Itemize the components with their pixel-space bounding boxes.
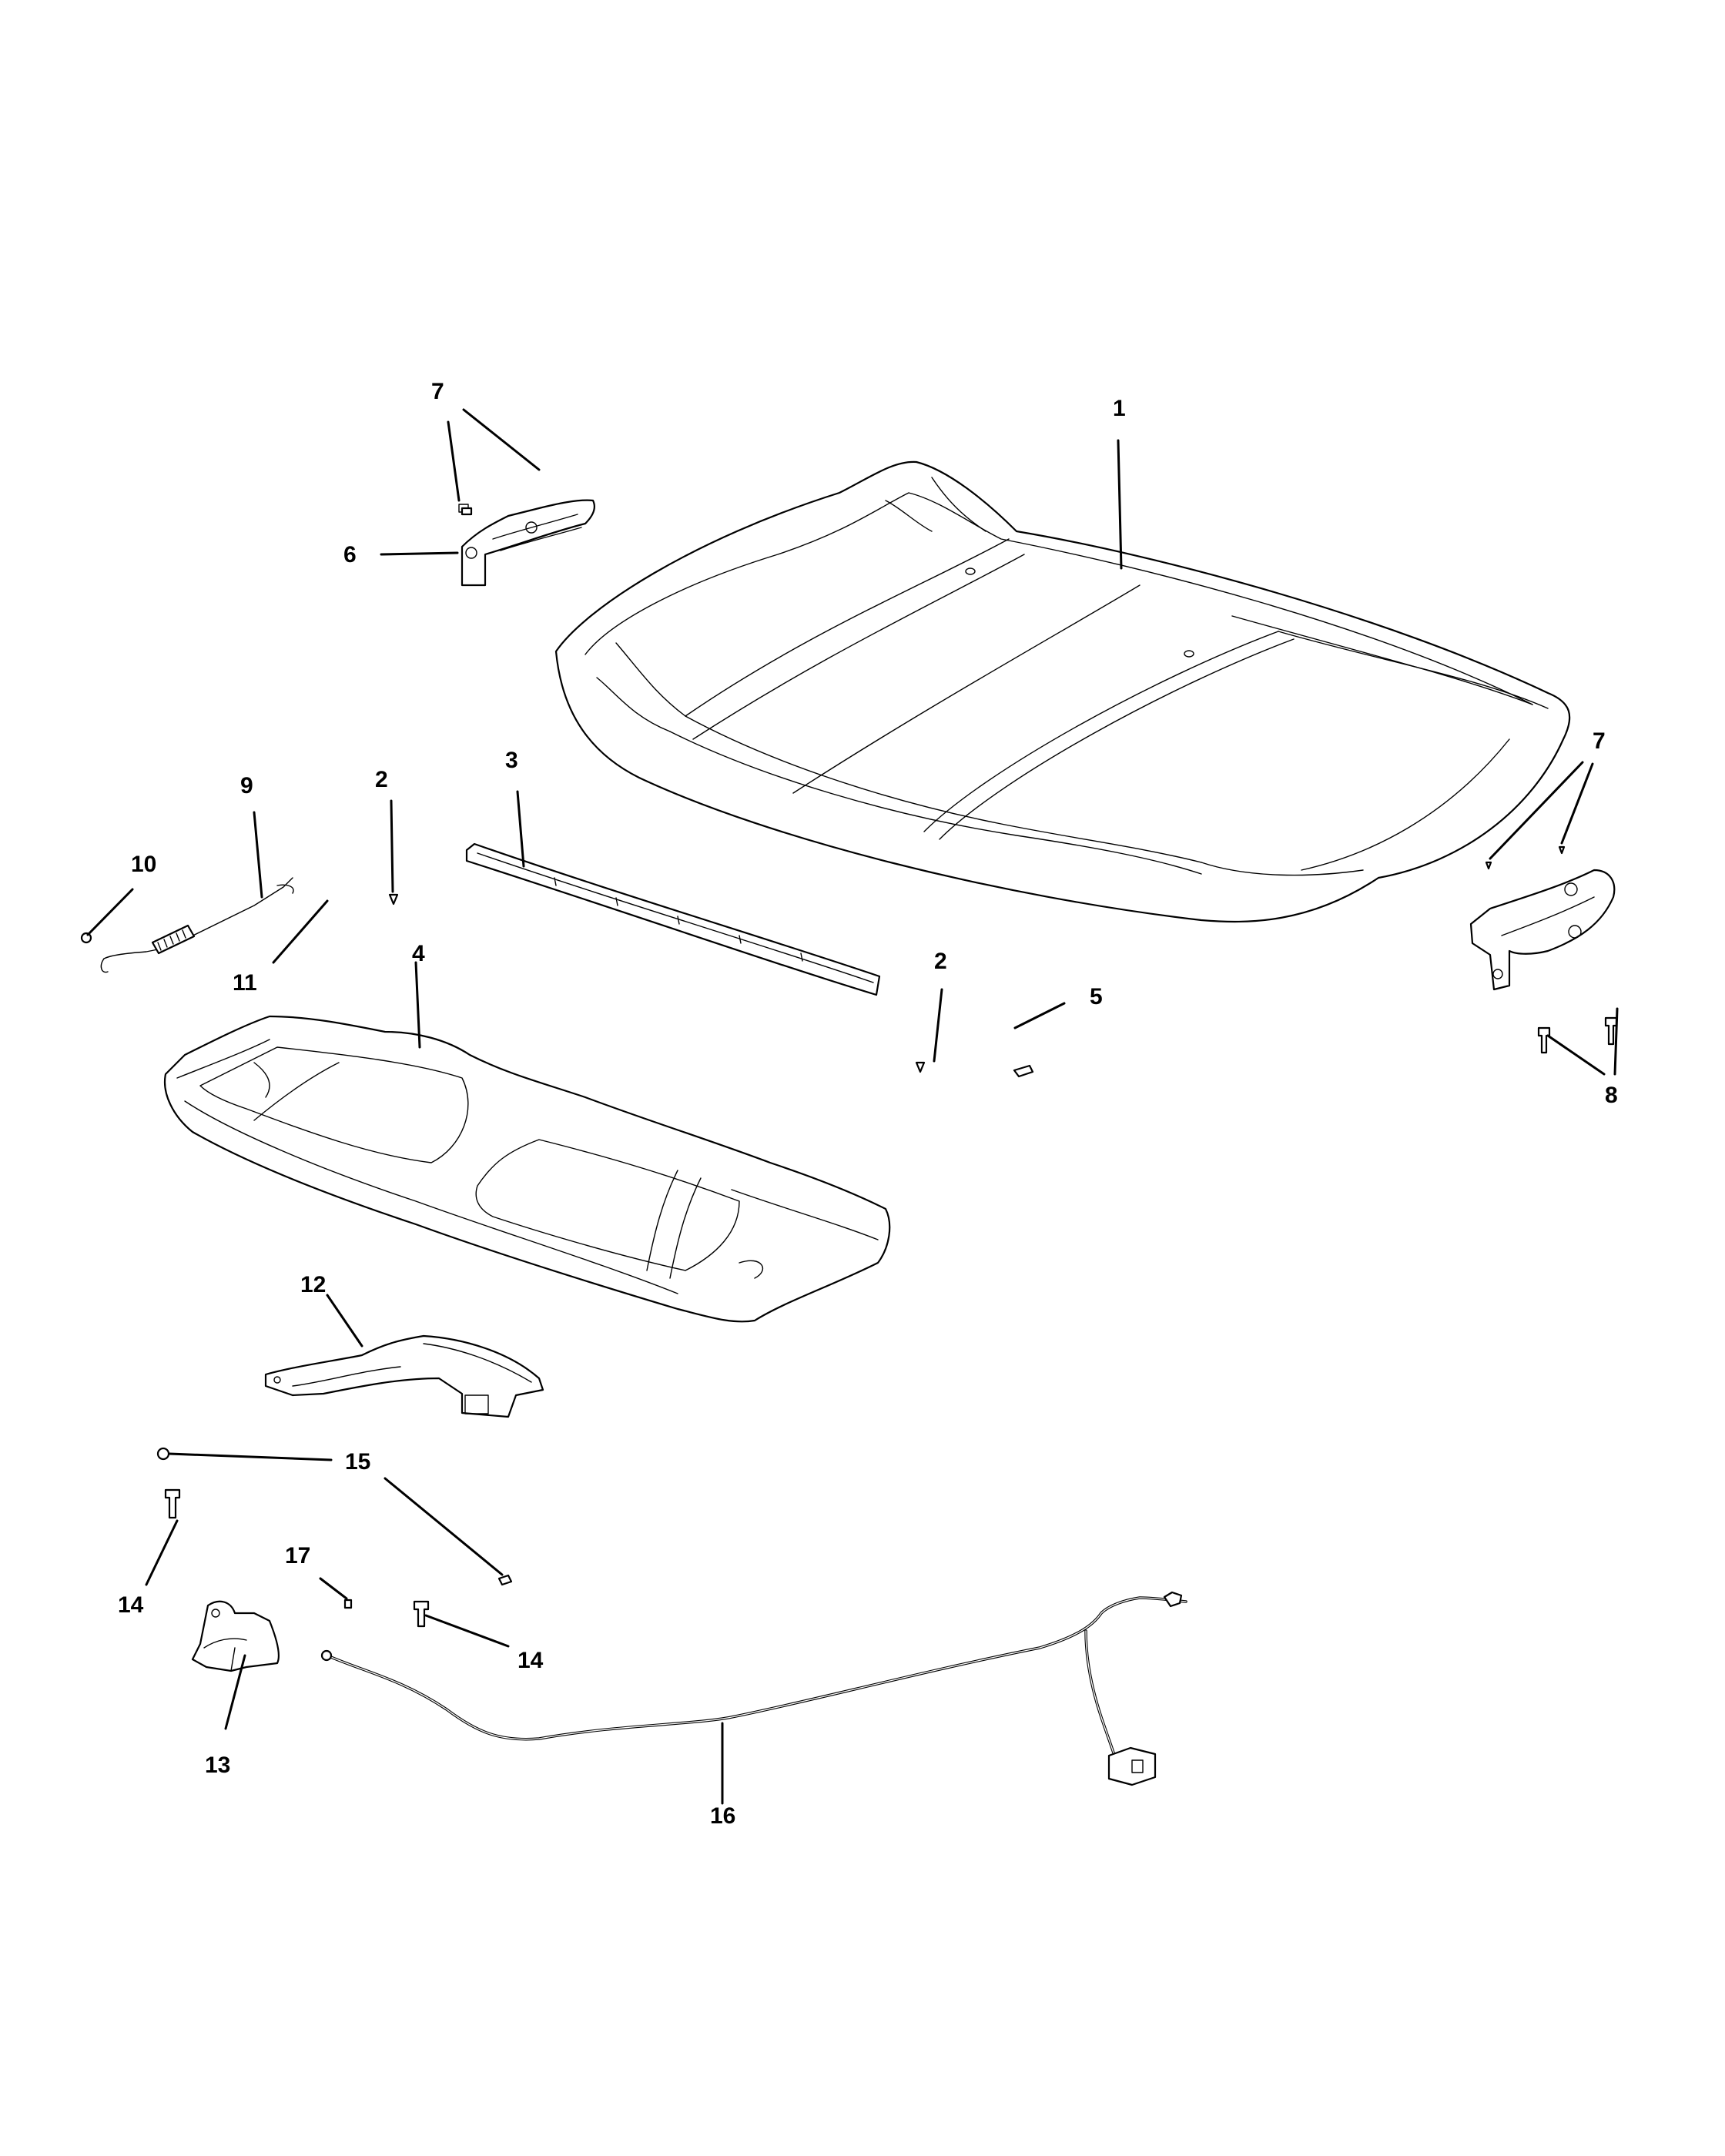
fasteners xyxy=(80,507,1566,1628)
latch-support-bracket xyxy=(264,1334,544,1418)
callout-7-right: 7 xyxy=(1593,728,1606,754)
callout-13: 13 xyxy=(205,1753,230,1778)
right-hood-hinge xyxy=(1469,869,1616,991)
callout-7-left: 7 xyxy=(431,379,444,404)
callout-2-right: 2 xyxy=(934,949,947,974)
callout-9: 9 xyxy=(240,773,253,798)
hood-support-rod xyxy=(100,877,294,973)
callout-14-left: 14 xyxy=(118,1592,144,1618)
hood-panel xyxy=(554,460,1571,923)
callout-17: 17 xyxy=(285,1543,310,1568)
hood-latch xyxy=(191,1600,280,1672)
callout-10: 10 xyxy=(131,852,156,877)
callout-8: 8 xyxy=(1605,1083,1618,1108)
callout-16: 16 xyxy=(710,1803,735,1829)
left-hood-hinge xyxy=(458,499,596,587)
callout-12: 12 xyxy=(300,1272,326,1297)
leader-lines xyxy=(86,408,1619,1805)
hinge-bolts xyxy=(1537,1016,1618,1054)
callout-1: 1 xyxy=(1113,396,1126,421)
callout-11: 11 xyxy=(233,970,257,996)
callout-14-right: 14 xyxy=(518,1648,544,1673)
seal-strip xyxy=(465,842,881,996)
callout-4: 4 xyxy=(412,941,425,966)
callout-numbers: 1 7 6 7 8 2 2 3 5 4 9 10 11 12 15 14 17 … xyxy=(118,379,1618,1829)
callout-15: 15 xyxy=(345,1449,370,1475)
hood-insulator xyxy=(163,1015,891,1323)
callout-3: 3 xyxy=(505,748,518,773)
hood-release-cable xyxy=(320,1591,1187,1786)
callout-5: 5 xyxy=(1090,984,1103,1009)
callout-6: 6 xyxy=(343,542,357,567)
callout-2-left: 2 xyxy=(375,767,388,792)
